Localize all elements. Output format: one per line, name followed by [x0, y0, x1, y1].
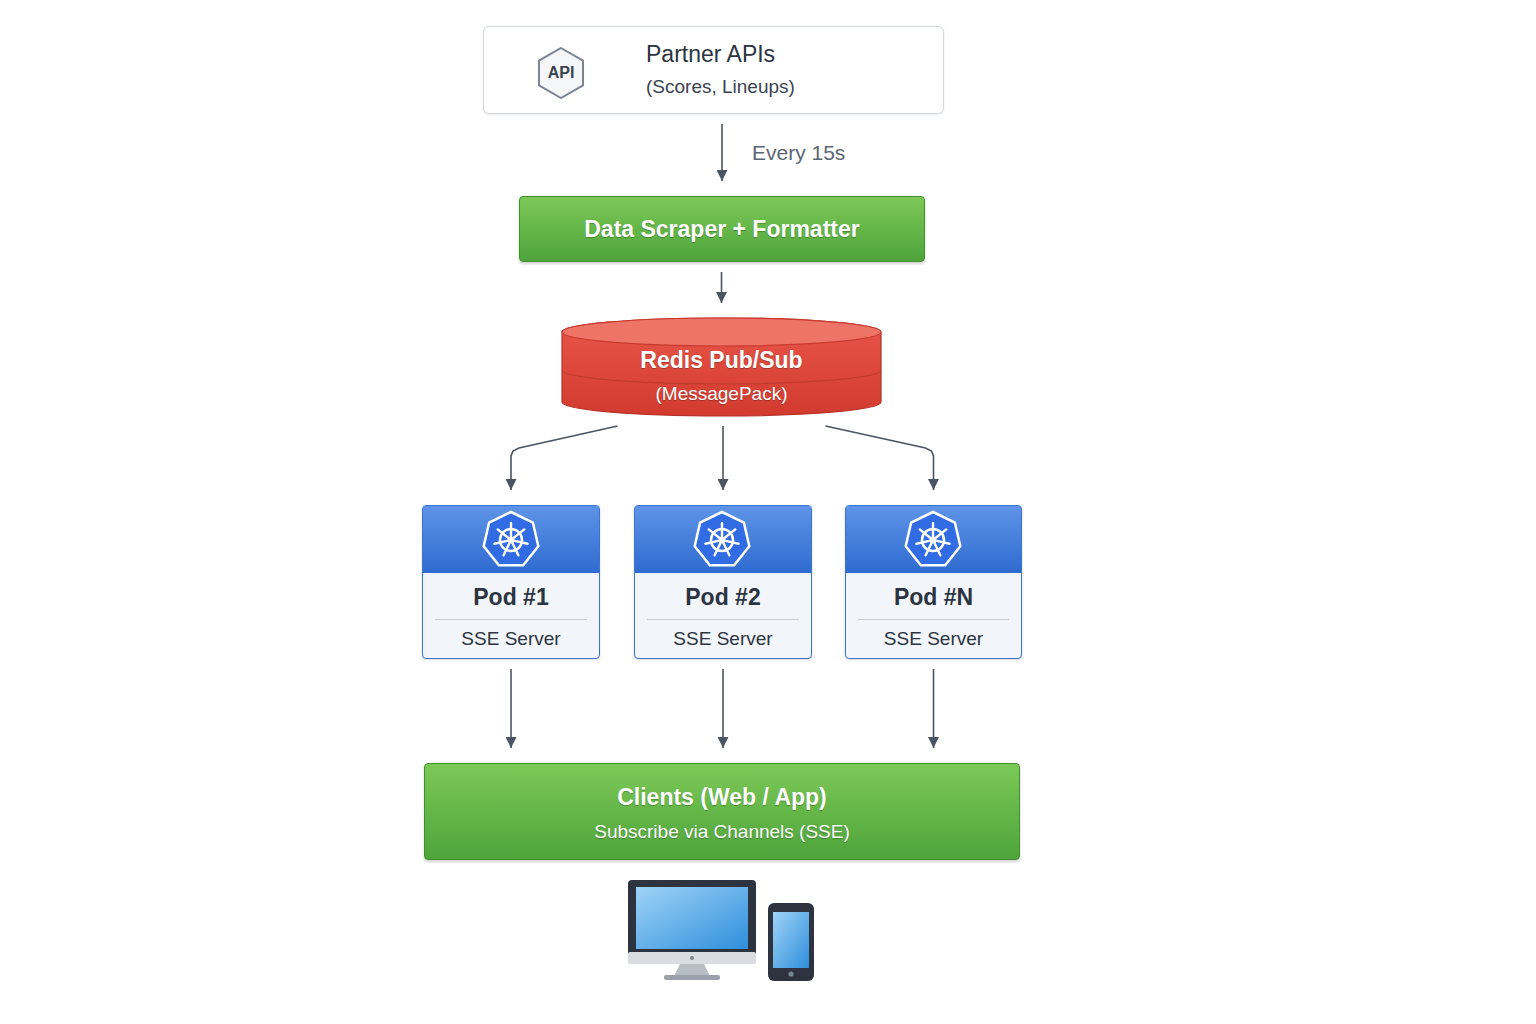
box-subtitle: (MessagePack)	[562, 383, 881, 406]
pod-box: Pod #N SSE Server	[845, 505, 1022, 659]
pod-title: Pod #N	[846, 584, 1021, 612]
pod-header	[423, 506, 599, 573]
pod-header	[635, 506, 811, 573]
pod-header	[846, 506, 1021, 573]
box-title: Partner APIs	[646, 41, 775, 69]
edge-label: Every 15s	[752, 141, 845, 165]
kubernetes-icon	[695, 512, 750, 565]
box-title: Redis Pub/Sub	[562, 347, 881, 375]
cylinder-body	[562, 318, 881, 416]
box-subtitle: Subscribe via Channels (SSE)	[425, 821, 1019, 844]
pod-box: Pod #1 SSE Server	[422, 505, 600, 659]
monitor-screen	[636, 887, 748, 949]
box-title: Clients (Web / App)	[425, 784, 1019, 812]
monitor-body	[628, 880, 756, 964]
flow-arrow	[826, 426, 934, 490]
kubernetes-icon	[484, 512, 539, 565]
flow-arrow	[510, 669, 512, 748]
flow-arrow	[511, 426, 618, 490]
kubernetes-icon	[906, 512, 961, 565]
phone-button	[788, 971, 793, 976]
cylinder-top	[562, 318, 881, 346]
box-title: Data Scraper + Formatter	[520, 216, 924, 244]
flow-arrow	[933, 669, 935, 748]
datastore-cylinder: Redis Pub/Sub (MessagePack)	[562, 318, 881, 416]
source-api-box: API Partner APIs (Scores, Lineups)	[483, 26, 944, 114]
flow-arrow	[721, 272, 723, 303]
monitor-dot	[690, 956, 694, 960]
box-subtitle: (Scores, Lineups)	[646, 76, 795, 99]
flow-arrow	[722, 669, 724, 748]
pod-title: Pod #2	[635, 584, 811, 612]
pod-divider	[647, 619, 799, 620]
pod-subtitle: SSE Server	[846, 628, 1021, 651]
api-hexagon: API	[537, 47, 585, 99]
phone-screen	[773, 912, 809, 968]
client-box: Clients (Web / App) Subscribe via Channel…	[424, 763, 1020, 860]
flow-arrow	[721, 124, 723, 181]
pod-subtitle: SSE Server	[635, 628, 811, 651]
monitor-chin	[628, 952, 756, 964]
monitor-stand	[674, 964, 710, 976]
monitor-base	[664, 975, 720, 980]
pod-title: Pod #1	[423, 584, 599, 612]
pod-divider	[435, 619, 587, 620]
phone-body	[768, 903, 814, 981]
pod-divider	[858, 619, 1009, 620]
pod-subtitle: SSE Server	[423, 628, 599, 651]
flow-arrow	[722, 426, 724, 490]
pod-box: Pod #2 SSE Server	[634, 505, 812, 659]
icon-text: API	[537, 63, 585, 82]
process-box: Data Scraper + Formatter	[519, 196, 925, 262]
